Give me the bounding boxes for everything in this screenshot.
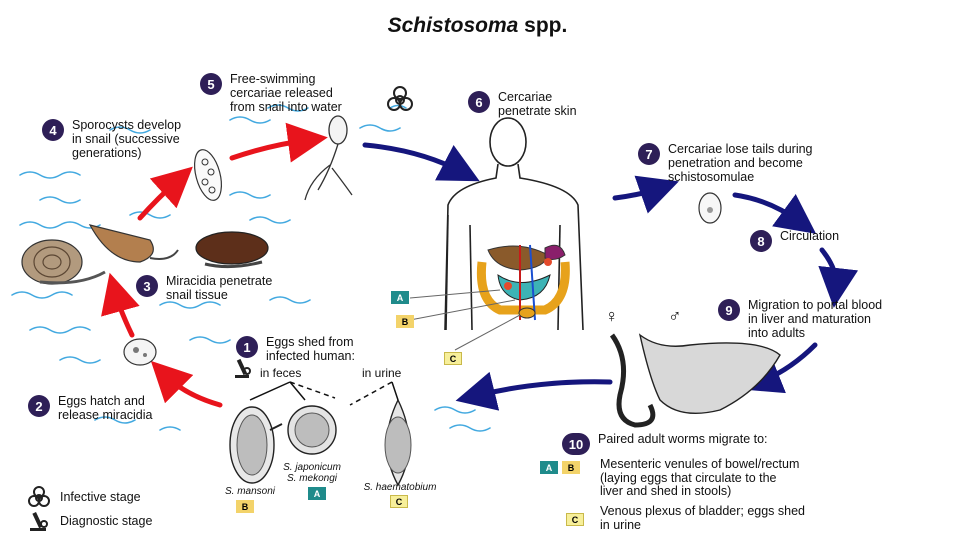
badge-a-outcome: A [540, 461, 558, 474]
step-7: 7 Cercariae lose tails during penetratio… [638, 142, 813, 184]
step-5: 5 Free-swimming cercariae released from … [200, 72, 342, 114]
step-text: Migration to portal blood in liver and m… [748, 298, 883, 340]
step-text: Miracidia penetrate snail tissue [166, 274, 273, 302]
egg-japonicum [287, 405, 337, 455]
step-9: 9 Migration to portal blood in liver and… [718, 298, 882, 340]
title-suffix: spp. [518, 14, 568, 37]
step-number: 8 [750, 230, 772, 252]
badge-b-body: B [396, 315, 414, 328]
organs [476, 244, 570, 321]
step-number: 7 [638, 143, 660, 165]
microscope-icon [30, 511, 48, 531]
title-genus: Schistosoma [387, 14, 519, 37]
step-number: 6 [468, 91, 490, 113]
step-number: 9 [718, 299, 740, 321]
species-japonicum-label: S. japonicum S. mekongi [283, 462, 341, 484]
step-8: 8 Circulation [750, 229, 839, 252]
diagram-title: Schistosoma spp. [0, 14, 955, 38]
legend-infective-label: Infective stage [60, 490, 141, 504]
legend-diagnostic: Diagnostic stage [24, 510, 152, 532]
biohazard-icon [387, 86, 413, 111]
snail-oncomelania [88, 224, 179, 263]
sporocyst [193, 149, 223, 201]
route-urine-label: in urine [362, 366, 402, 380]
step-text: Eggs hatch and release miracidia [58, 394, 153, 422]
egg-haematobium [384, 398, 412, 487]
female-symbol: ♀ [605, 306, 619, 326]
step-10: 10 Paired adult worms migrate to: [562, 432, 768, 455]
step-text: Sporocysts develop in snail (successive … [72, 118, 182, 160]
biohazard-icon [28, 486, 50, 507]
miracidium [123, 338, 157, 366]
badge-a-japonicum: A [308, 487, 326, 500]
step-number: 10 [562, 433, 590, 455]
step-text: Cercariae lose tails during penetration … [668, 142, 813, 184]
cercaria [304, 115, 353, 201]
step-number: 1 [236, 336, 258, 358]
badge-a-body: A [391, 291, 409, 304]
outcome-mesenteric: Mesenteric venules of bowel/rectum (layi… [600, 457, 800, 498]
egg-mansoni [229, 406, 283, 484]
water-waves [11, 104, 491, 432]
snail-planorbis [21, 239, 106, 285]
step-6: 6 Cercariae penetrate skin [468, 90, 577, 118]
step-text: Eggs shed from infected human: [266, 335, 355, 363]
human-silhouette [444, 117, 584, 331]
badge-b-outcome: B [562, 461, 580, 474]
outcome-bladder: Venous plexus of bladder; eggs shed in u… [600, 504, 806, 532]
step-3: 3 Miracidia penetrate snail tissue [136, 274, 272, 302]
adult-worm-pair [609, 333, 781, 428]
step-number: 2 [28, 395, 50, 417]
step-number: 4 [42, 119, 64, 141]
male-symbol: ♂ [668, 306, 682, 326]
species-mansoni-label: S. mansoni [224, 486, 276, 497]
step-number: 5 [200, 73, 222, 95]
legend-diagnostic-label: Diagnostic stage [60, 514, 153, 528]
species-haematobium-label: S. haematobium [363, 482, 437, 493]
badge-c-body: C [444, 352, 462, 365]
step-2: 2 Eggs hatch and release miracidia [28, 394, 152, 422]
step-text: Cercariae penetrate skin [498, 90, 577, 118]
step-text: Free-swimming cercariae released from sn… [230, 72, 342, 114]
step-text: Circulation [780, 229, 840, 243]
snail-bulinus [195, 231, 269, 269]
red-arrows [101, 122, 328, 408]
blue-arrows [362, 142, 859, 411]
step-4: 4 Sporocysts develop in snail (successiv… [42, 118, 181, 160]
badge-c-haematobium: C [390, 495, 408, 508]
badge-b-mansoni: B [236, 500, 254, 513]
badge-leaders [409, 289, 521, 351]
microscope-icon [235, 358, 251, 378]
egg-route-lines [249, 381, 399, 406]
step-number: 3 [136, 275, 158, 297]
step-1: 1 Eggs shed from infected human: [236, 335, 355, 363]
step-text: Paired adult worms migrate to: [598, 432, 768, 446]
route-feces-label: in feces [260, 366, 302, 380]
legend-infective: Infective stage [24, 486, 141, 508]
badge-c-outcome: C [566, 513, 584, 526]
